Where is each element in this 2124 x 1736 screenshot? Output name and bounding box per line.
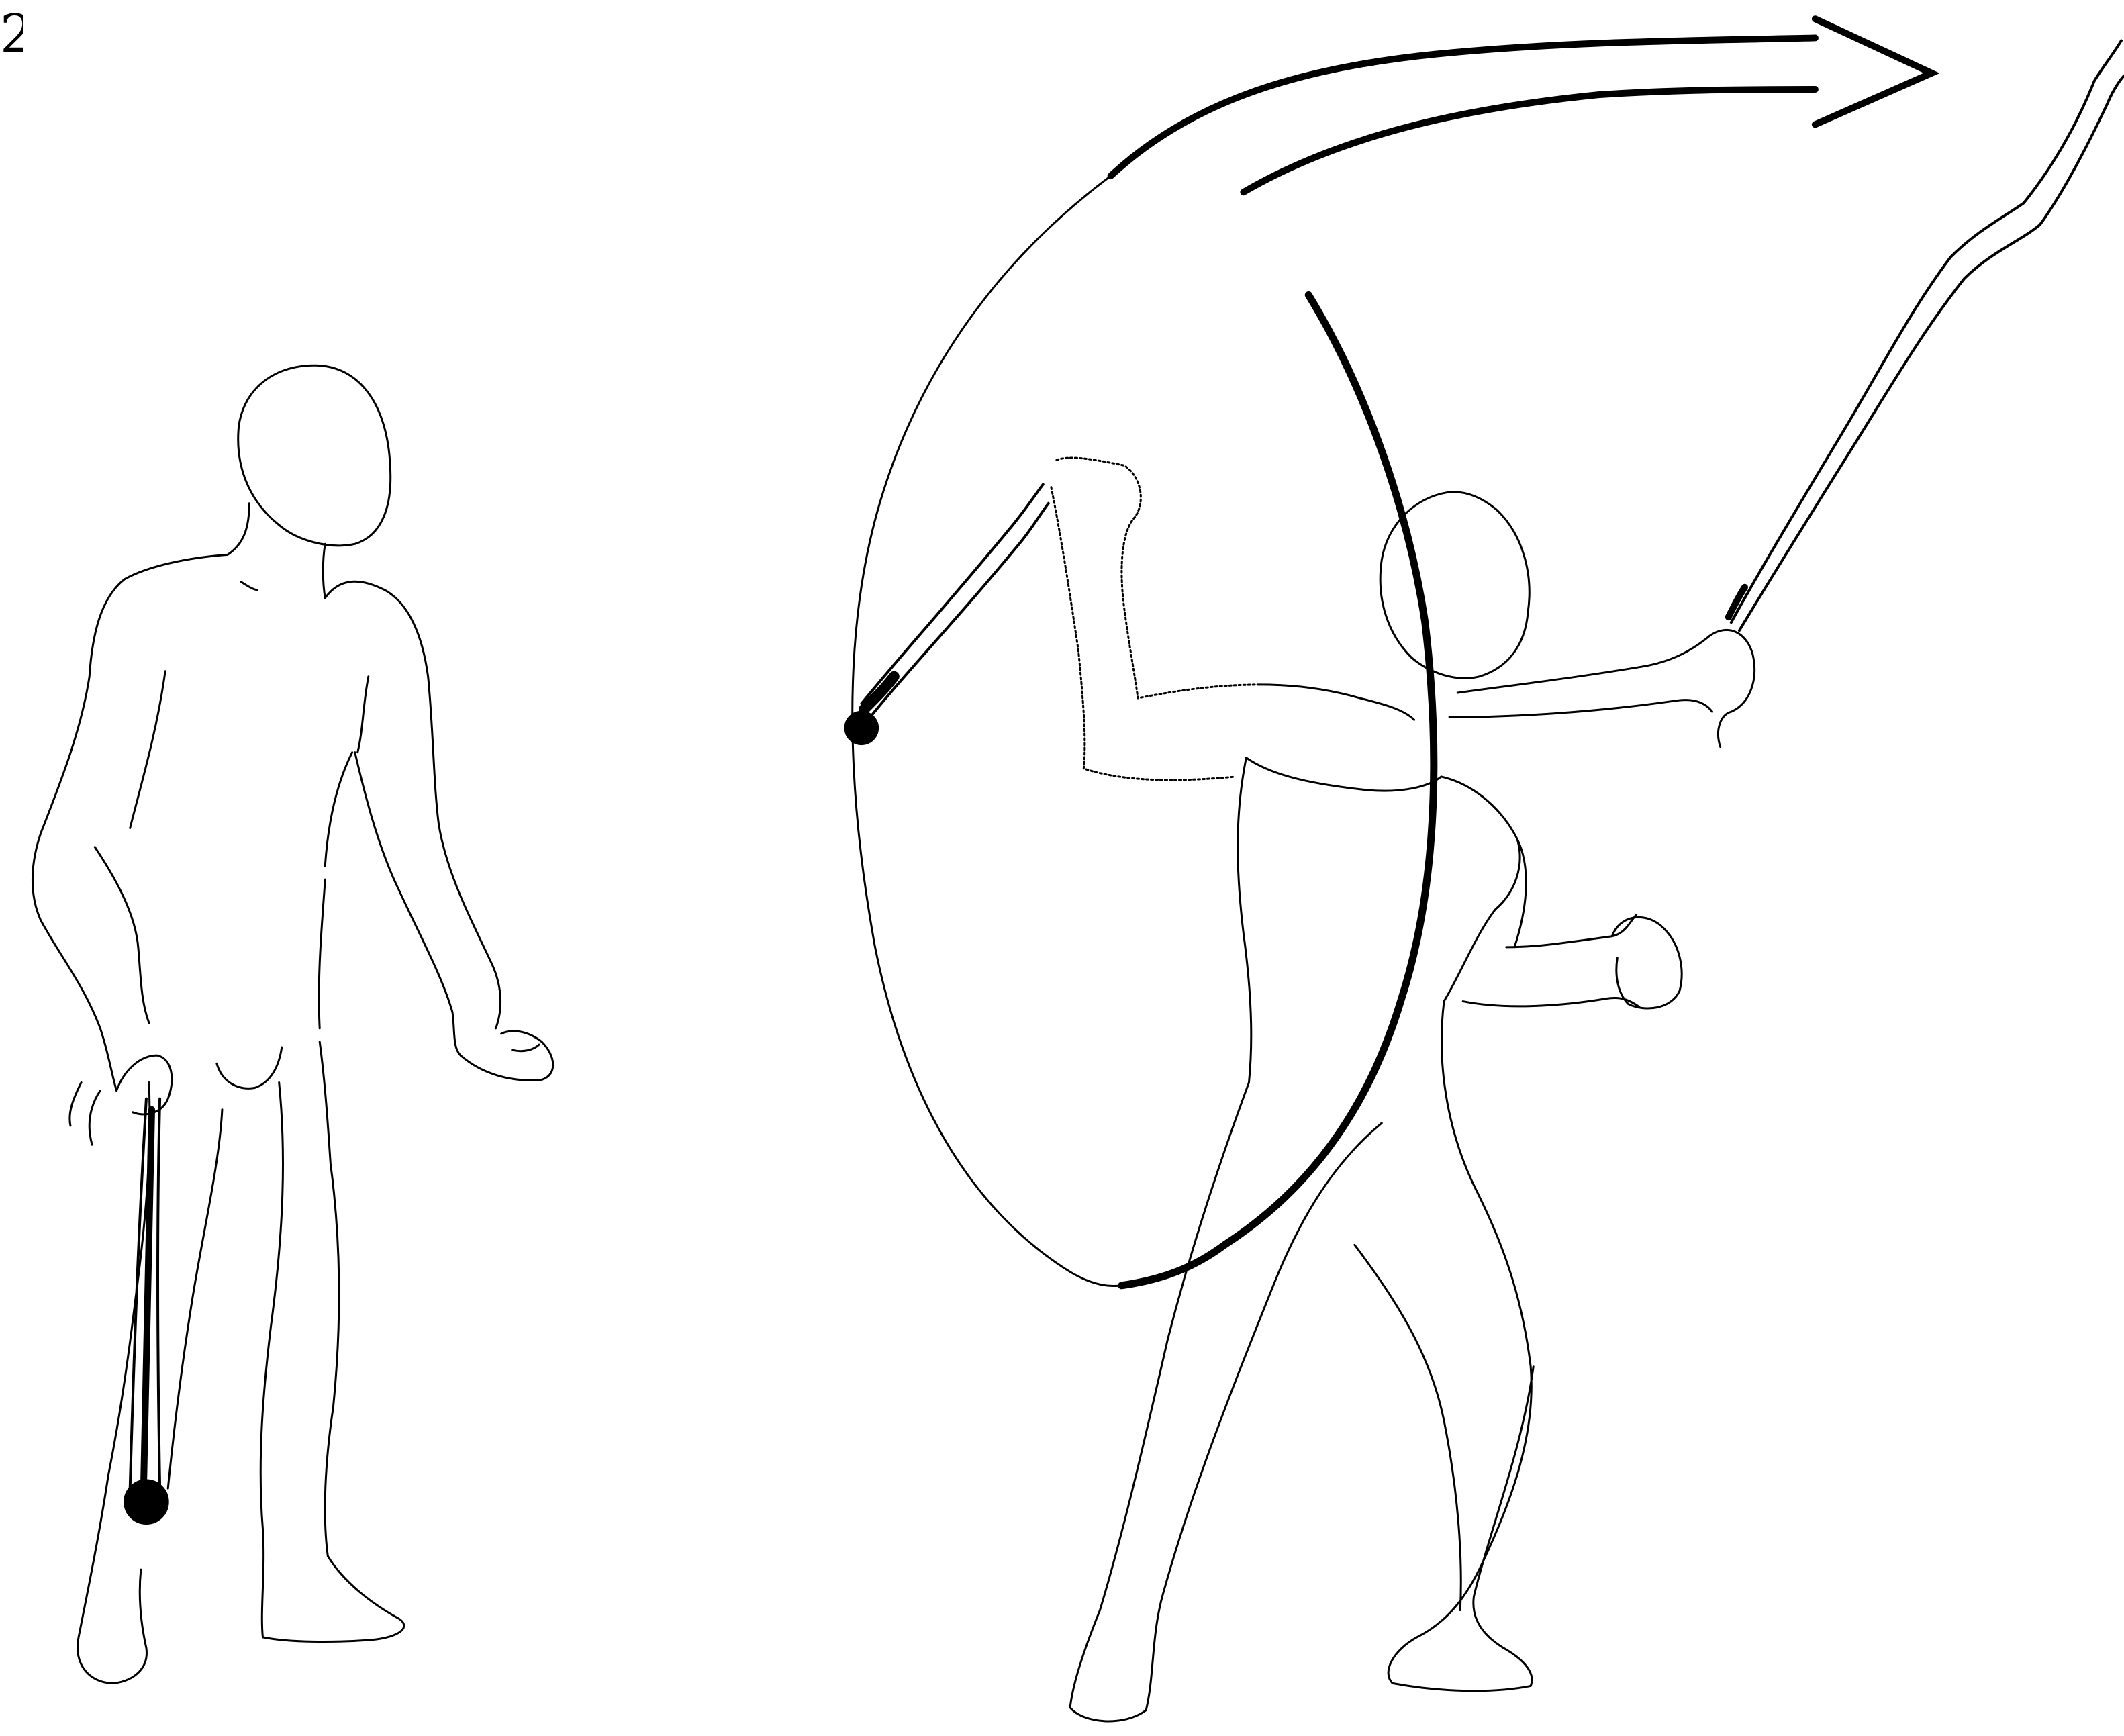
standing-figure-right-hand: [461, 1031, 553, 1080]
swinging-figure-torso: [1238, 758, 1520, 1083]
standing-figure-right-leg: [260, 1042, 404, 1642]
standing-figure-left-arm-inner: [95, 671, 165, 1023]
swinging-figure-inner-leg: [1355, 1245, 1461, 1610]
swinging-figure: [1051, 458, 1755, 1721]
standing-figure-left-leg: [77, 1082, 150, 1683]
standing-figure-head: [238, 365, 391, 546]
raised-club: [1729, 40, 2124, 630]
standing-figure: [32, 365, 552, 1683]
standing-figure-hips: [217, 1047, 282, 1088]
standing-figure-torso: [241, 582, 369, 1028]
standing-figure-left-hand: [70, 1055, 172, 1145]
swinging-figure-left-leg: [1070, 1082, 1382, 1721]
motion-arrow: [1111, 19, 1932, 192]
standing-figure-left-arm: [32, 554, 228, 1090]
standing-figure-right-arm: [325, 581, 500, 1028]
swinging-figure-shoulders: [1246, 685, 1441, 791]
swinging-figure-right-hand: [1710, 630, 1755, 746]
club-in-hand: [125, 1099, 168, 1524]
standing-figure-right-arm-inner: [355, 753, 461, 1055]
swinging-figure-right-arm: [1449, 636, 1712, 717]
standing-figure-left-leg-inner: [168, 1110, 222, 1488]
swinging-figure-ghost-arm: [1051, 458, 1260, 780]
club-swing-path: [845, 176, 1434, 1286]
swinging-figure-left-arm: [1463, 839, 1639, 1007]
standing-figure-neck: [228, 503, 325, 598]
